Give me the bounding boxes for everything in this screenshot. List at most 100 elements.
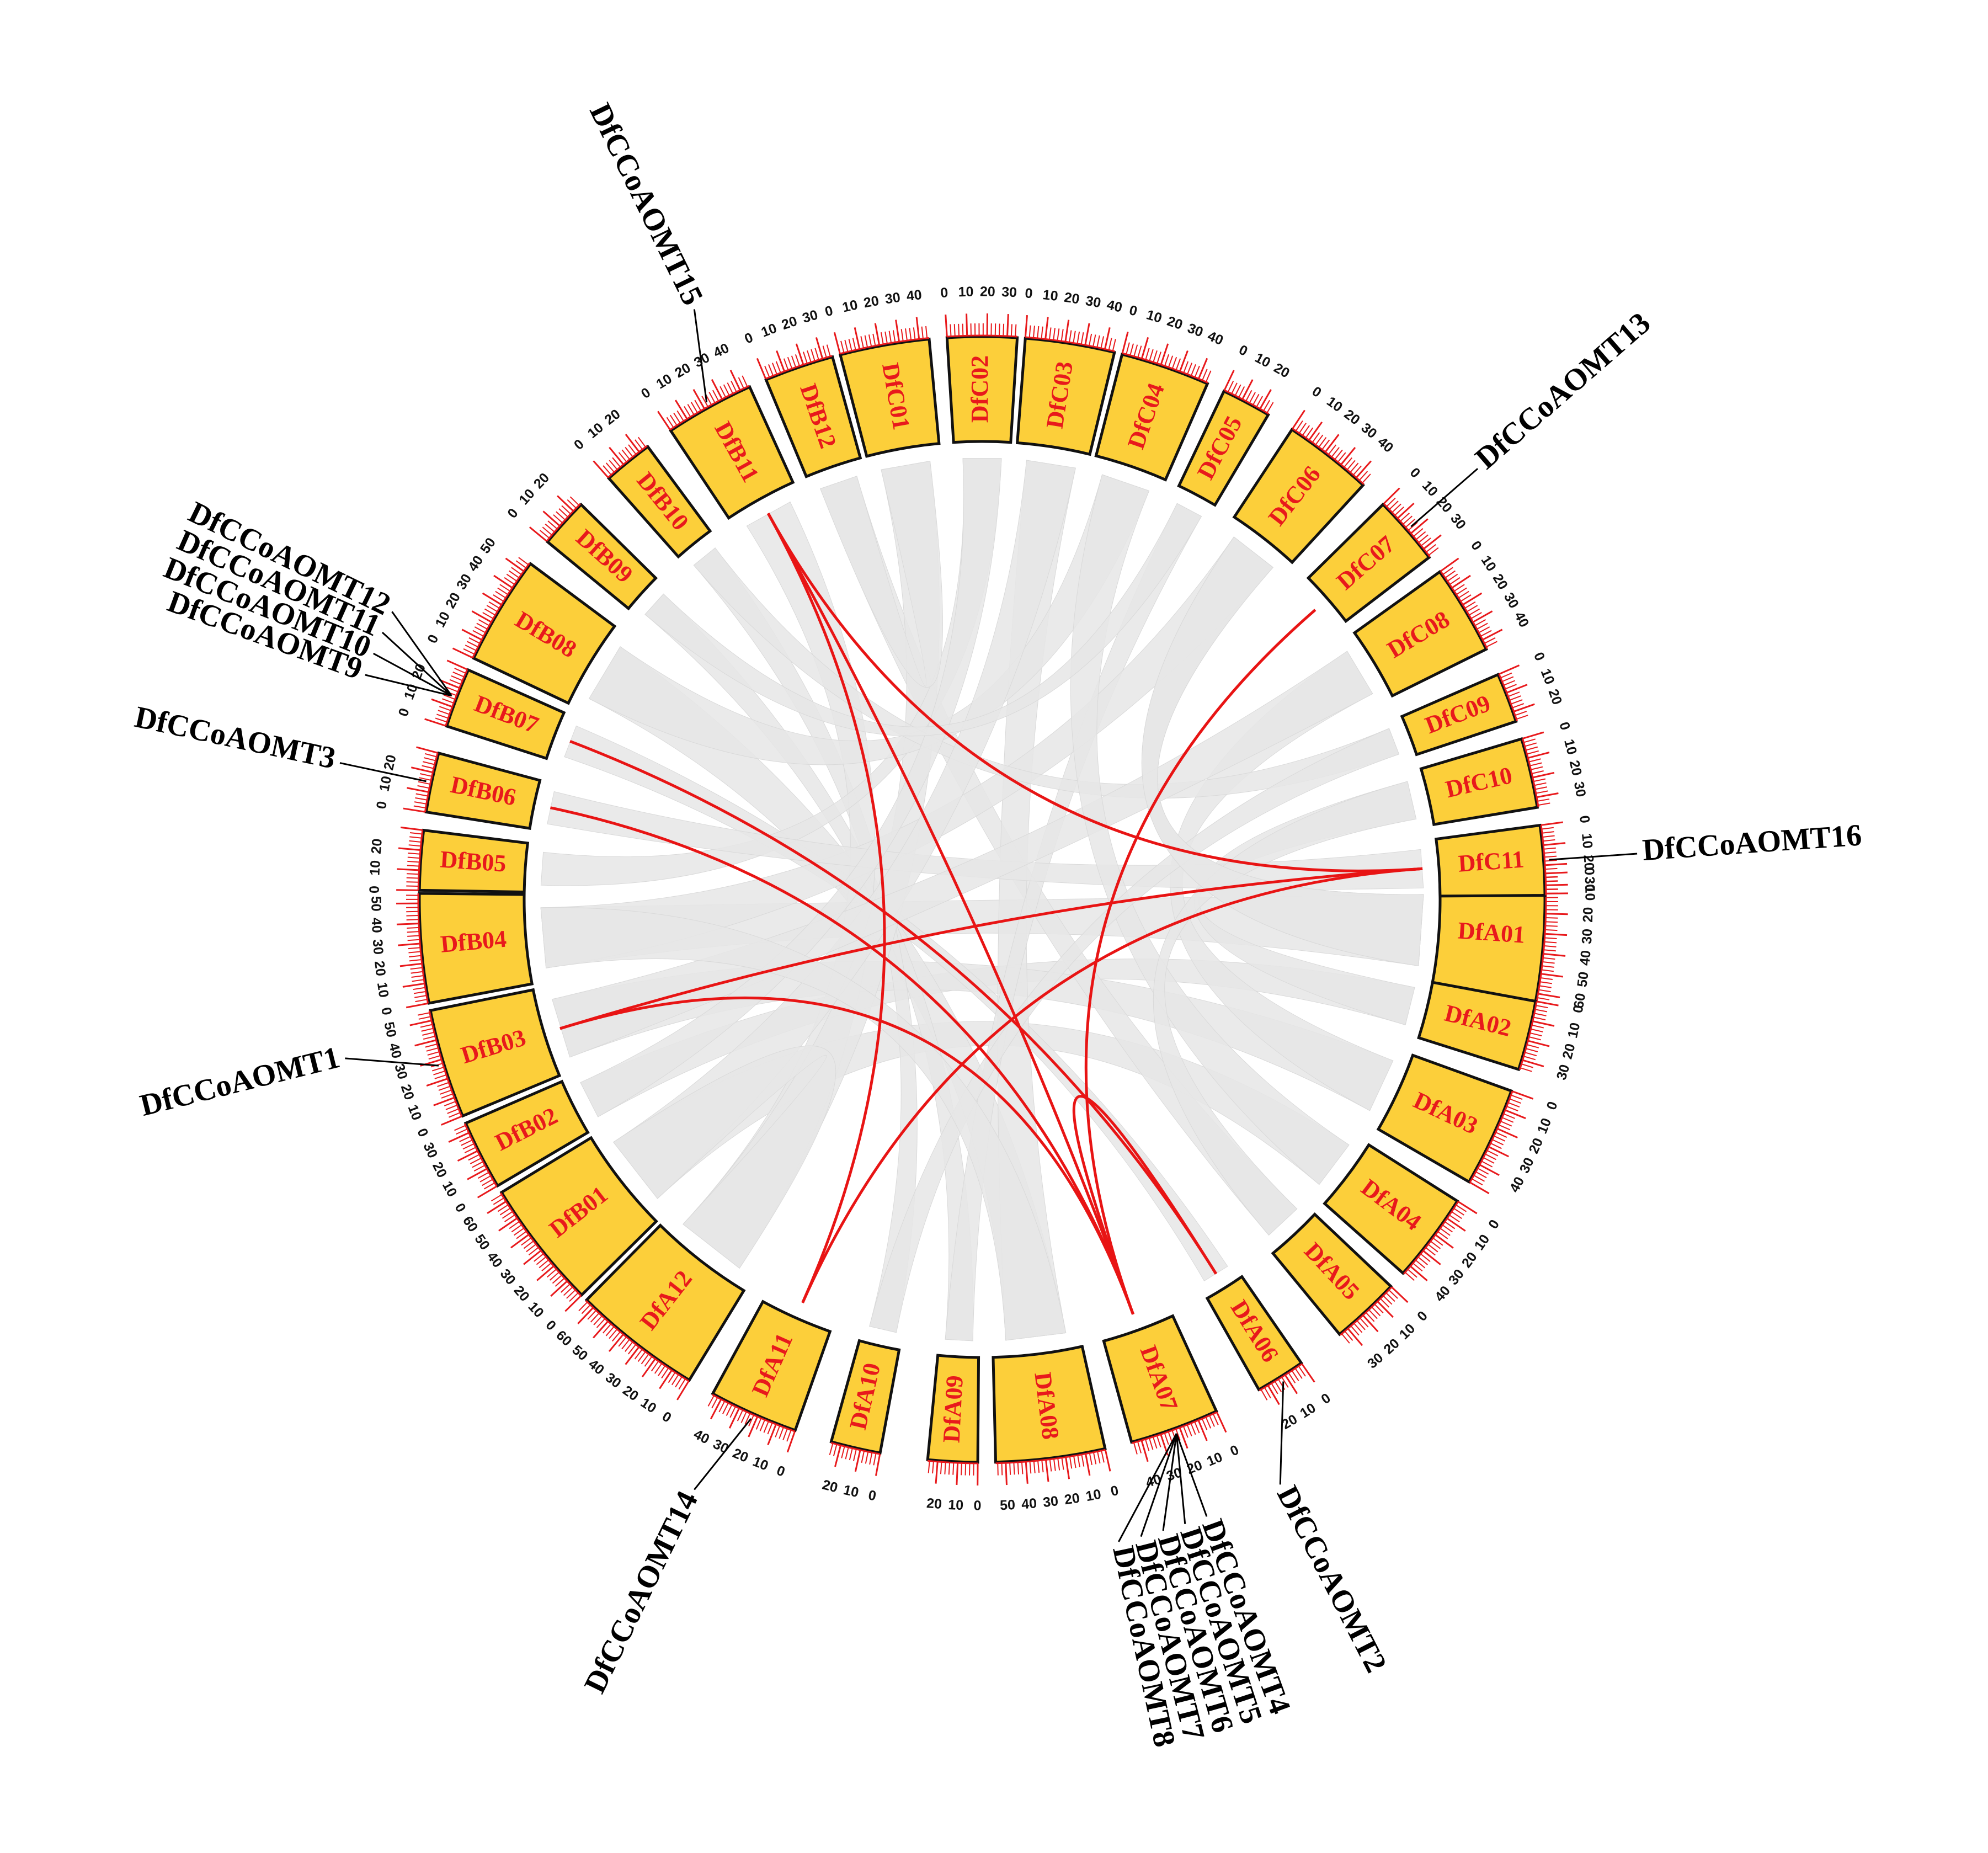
chromosome-tick [1042, 1460, 1043, 1472]
gene-label: DfCCoAOMT14 [578, 1486, 705, 1698]
chromosome-tick [1097, 1451, 1100, 1463]
chromosome-tick [423, 1036, 435, 1039]
chromosome-tick [1504, 680, 1515, 685]
chromosome-tick [1531, 767, 1543, 770]
chromosome-tick [415, 798, 427, 800]
chromosome-tick [1512, 1091, 1533, 1099]
chromosome-tick [403, 808, 425, 812]
tick-label: 20 [1459, 1249, 1480, 1271]
chromosome-tick [694, 390, 705, 409]
chromosome-tick [463, 1144, 474, 1149]
tick-label: 40 [369, 917, 385, 933]
chromosome-tick [408, 952, 420, 953]
chromosome-tick [1224, 370, 1234, 390]
tick-label: 40 [711, 340, 732, 361]
tick-label: 20 [429, 1159, 450, 1180]
chromosome-tick [423, 762, 434, 764]
chromosome-tick [803, 352, 807, 364]
chromosome-tick [438, 710, 450, 714]
chromosome-tick [403, 983, 425, 987]
chromosome-tick [1536, 1005, 1548, 1008]
chromosome-tick [1499, 1125, 1510, 1130]
chromosome-label: DfC02 [966, 355, 993, 423]
chromosome-tick [1485, 1154, 1496, 1159]
chromosome-tick [1544, 856, 1557, 858]
tick-label: 0 [659, 1409, 674, 1426]
tick-label: 0 [1576, 814, 1593, 824]
chromosome-tick [397, 924, 419, 925]
chromosome-tick [1243, 380, 1253, 399]
chromosome-tick [1101, 336, 1104, 348]
tick-label: 0 [867, 1487, 877, 1504]
chromosome-tick [483, 593, 502, 605]
tick-label: 40 [1206, 328, 1225, 349]
chromosome-tick [1058, 1458, 1059, 1471]
chromosome-tick [467, 1169, 487, 1179]
chromosome-tick [1534, 783, 1547, 785]
chromosome-tick [1508, 1103, 1520, 1107]
chromosome-tick [815, 348, 818, 360]
chromosome-tick [409, 845, 421, 846]
chromosome-tick [1499, 665, 1520, 674]
tick-label: 10 [750, 1453, 770, 1473]
tick-label: 50 [1000, 1497, 1016, 1513]
tick-label: 10 [525, 1299, 547, 1320]
tick-label: 40 [691, 1426, 712, 1447]
chromosome-tick [1529, 1037, 1541, 1040]
chromosome-tick [827, 345, 830, 356]
chromosome-tick [408, 853, 420, 854]
chromosome-tick [768, 1423, 772, 1434]
tick-label: 20 [1580, 907, 1596, 923]
chromosome-tick [958, 324, 959, 336]
tick-label: 10 [1419, 478, 1441, 499]
chromosome-tick [731, 370, 740, 390]
chromosome-tick [411, 768, 433, 773]
tick-label: 10 [439, 1179, 460, 1200]
chromosome-tick [1545, 934, 1567, 935]
tick-label: 20 [511, 1283, 532, 1304]
chromosome-tick [1511, 1095, 1523, 1100]
chromosome-tick [478, 1186, 497, 1197]
chromosome-tick [420, 1025, 432, 1027]
chromosome-tick [435, 718, 447, 722]
chromosome-tick [760, 1420, 765, 1431]
chromosome-tick [406, 1003, 428, 1007]
gene-label: DfCCoAOMT13 [1469, 306, 1657, 476]
chromosome-tick [462, 630, 482, 640]
chromosome-tick [1543, 840, 1555, 841]
chromosome-tick [926, 326, 927, 338]
chromosome-tick [470, 1158, 481, 1164]
tick-label: 20 [601, 406, 623, 428]
chromosome-tick [756, 1418, 761, 1429]
chromosome-tick [727, 383, 733, 394]
chromosome-tick [1532, 771, 1543, 774]
chromosome-tick [957, 1463, 958, 1485]
chromosome-tick [422, 1032, 434, 1035]
chromosome-tick [902, 329, 903, 341]
chromosome-tick [407, 788, 428, 792]
tick-label: 20 [1566, 759, 1585, 777]
tick-label: 30 [454, 571, 475, 592]
tick-label: 30 [1554, 1063, 1573, 1082]
chromosome-tick [411, 972, 423, 973]
chromosome-tick [1138, 346, 1141, 358]
chromosome-tick [1138, 1441, 1141, 1453]
chromosome-tick [407, 919, 419, 920]
chromosome-tick [420, 774, 431, 776]
chromosome-tick [451, 676, 462, 681]
chromosome-tick [435, 1075, 446, 1079]
chromosome-tick [1090, 1453, 1092, 1465]
chromosome-tick [1529, 759, 1541, 762]
chromosome-tick [1539, 986, 1552, 987]
chromosome-tick [1458, 1202, 1477, 1213]
chromosome-tick [1026, 1462, 1027, 1484]
tick-label: 20 [443, 590, 463, 611]
chromosome-tick [873, 334, 875, 346]
chromosome-tick [424, 758, 435, 760]
chromosome-tick [1149, 1438, 1153, 1450]
chromosome-tick [406, 886, 418, 887]
chromosome-tick [1187, 363, 1192, 374]
tick-label: 0 [1544, 1099, 1561, 1112]
